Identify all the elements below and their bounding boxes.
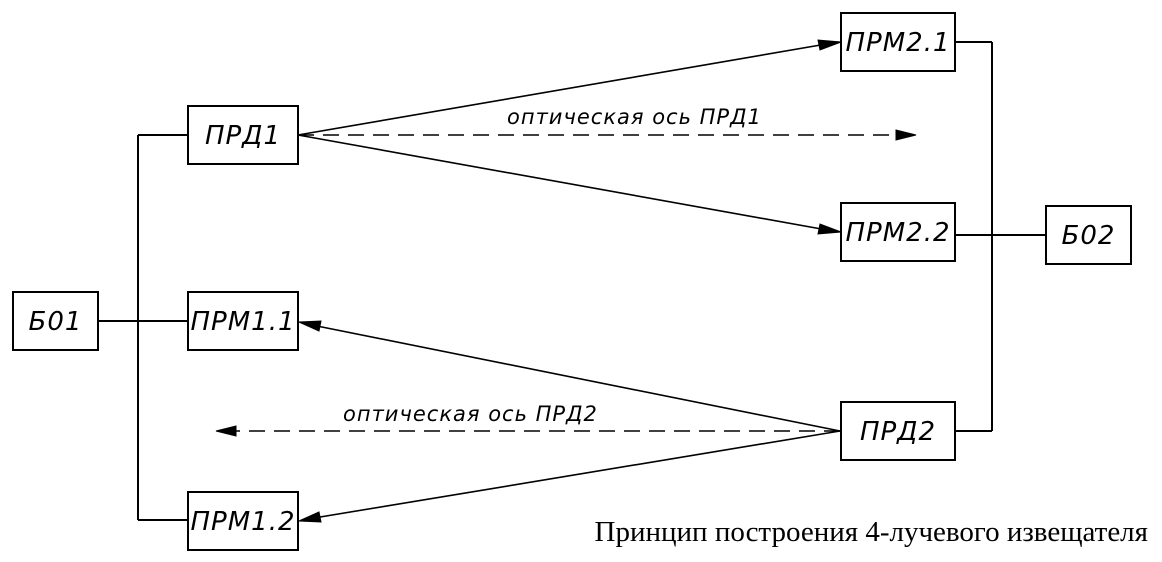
block-prm22-frame <box>840 202 956 262</box>
block-bo2: Б02 <box>1045 205 1132 265</box>
block-bo1-label: Б01 <box>29 307 83 337</box>
block-bo1-frame <box>12 291 99 351</box>
left-wiring <box>98 134 188 521</box>
block-prm12-frame <box>187 491 299 551</box>
block-prm21: ПРМ2.1 <box>840 12 956 72</box>
arrowhead-prm21 <box>817 39 842 51</box>
block-prm11-frame <box>187 291 299 351</box>
block-prm12-label: ПРМ1.2 <box>190 507 295 537</box>
block-bo1: Б01 <box>12 291 99 351</box>
right-wiring <box>955 41 1046 432</box>
block-prm11: ПРМ1.1 <box>187 291 299 351</box>
arrowhead-prm11 <box>298 320 322 332</box>
arrowhead-axis-prd1 <box>895 129 917 141</box>
beam-prd2-to-prm12 <box>301 430 841 521</box>
block-prd1: ПРД1 <box>187 105 299 165</box>
beam-prd1-to-prm21 <box>297 41 839 136</box>
block-prm22: ПРМ2.2 <box>840 202 956 262</box>
prd2-beams <box>215 320 841 523</box>
arrowhead-axis-prd2 <box>215 425 237 437</box>
block-prd1-label: ПРД1 <box>205 121 281 151</box>
optical-axis-prd1-label: оптическая ось ПРД1 <box>507 105 762 129</box>
prd1-beams <box>297 39 917 235</box>
block-prm21-frame <box>840 12 956 72</box>
block-prm21-label: ПРМ2.1 <box>845 28 950 58</box>
block-bo2-frame <box>1045 205 1132 265</box>
block-prd1-frame <box>187 105 299 165</box>
block-bo2-label: Б02 <box>1062 221 1116 251</box>
block-prd2: ПРД2 <box>840 401 956 461</box>
beam-prd2-to-prm11 <box>301 322 841 432</box>
beam-prd1-to-prm22 <box>297 134 839 233</box>
block-prd2-frame <box>840 401 956 461</box>
block-prm12: ПРМ1.2 <box>187 491 299 551</box>
arrowhead-prm22 <box>817 223 842 235</box>
block-prm22-label: ПРМ2.2 <box>845 218 950 248</box>
block-prm11-label: ПРМ1.1 <box>190 307 295 337</box>
optical-axis-prd2-label: оптическая ось ПРД2 <box>343 402 598 426</box>
diagram-caption: Принцип построения 4-лучевого извещателя <box>595 516 1148 548</box>
arrowhead-prm12 <box>298 511 322 523</box>
block-prd2-label: ПРД2 <box>860 417 936 447</box>
